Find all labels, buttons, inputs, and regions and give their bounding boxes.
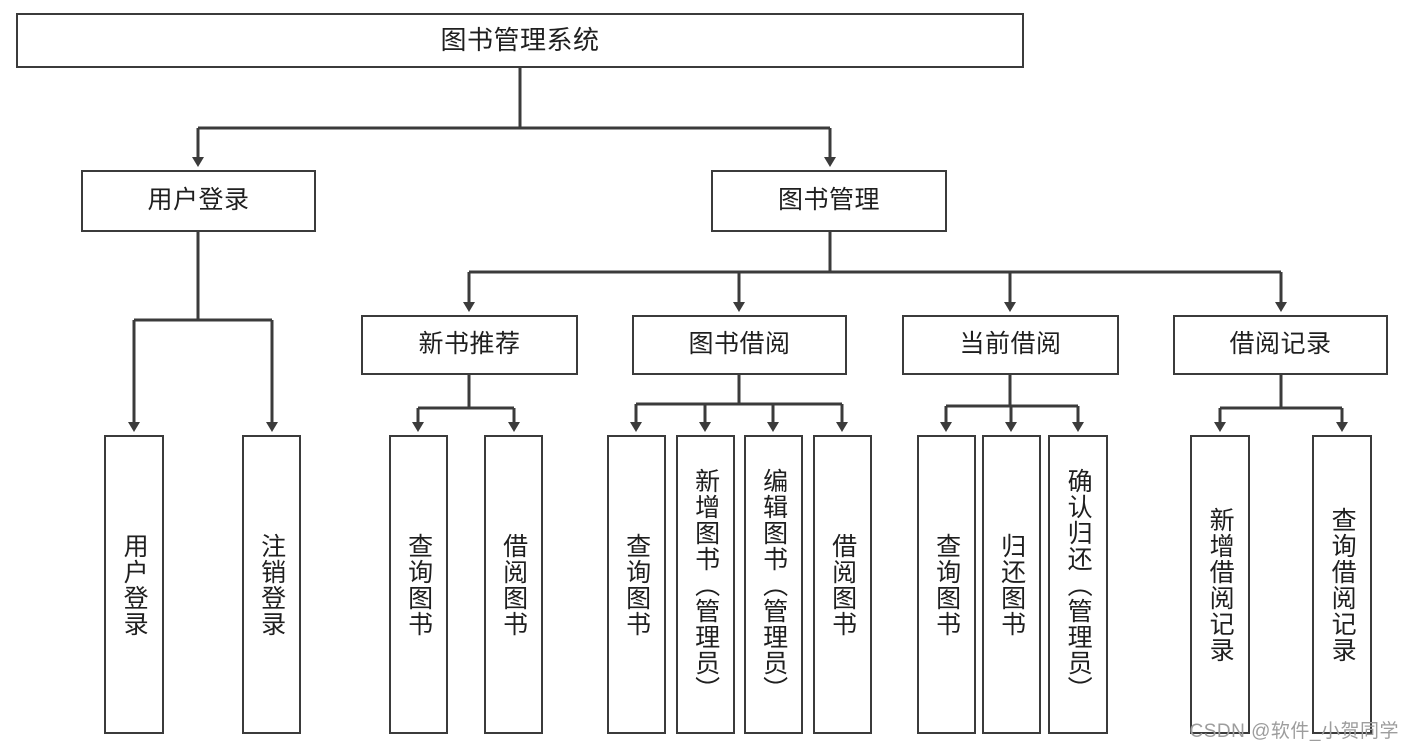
node-label: 新增图书（管理员） [691,467,720,702]
leaf-confirm-return-admin[interactable]: 确认归还（管理员） [1048,435,1108,734]
node-label: 图书管理 [777,186,880,215]
node-label: 查询图书 [404,532,433,637]
node-label: 借阅图书 [828,532,857,637]
node-label: 借阅图书 [499,532,528,637]
leaf-edit-book-admin[interactable]: 编辑图书（管理员） [744,435,803,734]
node-label: 新增借阅记录 [1206,506,1235,663]
node-new-book-recommendation[interactable]: 新书推荐 [361,315,578,375]
node-label: 借阅记录 [1229,330,1332,359]
watermark-text: CSDN @软件_小贺同学 [1189,721,1399,742]
node-borrow-records[interactable]: 借阅记录 [1173,315,1388,375]
node-root-book-management-system[interactable]: 图书管理系统 [16,13,1024,68]
node-label: 注销登录 [257,532,286,637]
node-label: 用户登录 [147,186,250,215]
leaf-query-books-recommend[interactable]: 查询图书 [389,435,448,734]
node-label: 查询图书 [622,532,651,637]
node-label: 用户登录 [120,532,149,637]
node-label: 确认归还（管理员） [1064,467,1093,702]
leaf-query-books-current[interactable]: 查询图书 [917,435,976,734]
node-current-borrowing[interactable]: 当前借阅 [902,315,1119,375]
leaf-add-book-admin[interactable]: 新增图书（管理员） [676,435,735,734]
node-label: 归还图书 [997,532,1026,637]
node-label: 查询图书 [932,532,961,637]
leaf-query-borrow-record[interactable]: 查询借阅记录 [1312,435,1372,734]
node-label: 编辑图书（管理员） [759,467,788,702]
leaf-query-books-borrowing[interactable]: 查询图书 [607,435,666,734]
leaf-add-borrow-record[interactable]: 新增借阅记录 [1190,435,1250,734]
node-book-management[interactable]: 图书管理 [711,170,947,232]
leaf-logout[interactable]: 注销登录 [242,435,301,734]
leaf-borrow-books-borrowing[interactable]: 借阅图书 [813,435,872,734]
node-label: 图书管理系统 [440,25,600,56]
leaf-return-books[interactable]: 归还图书 [982,435,1041,734]
leaf-borrow-books-recommend[interactable]: 借阅图书 [484,435,543,734]
node-label: 新书推荐 [418,330,521,359]
node-label: 查询借阅记录 [1328,506,1357,663]
node-label: 当前借阅 [959,330,1062,359]
node-label: 图书借阅 [688,330,791,359]
node-book-borrowing[interactable]: 图书借阅 [632,315,847,375]
leaf-user-login[interactable]: 用户登录 [104,435,164,734]
node-user-login[interactable]: 用户登录 [81,170,316,232]
